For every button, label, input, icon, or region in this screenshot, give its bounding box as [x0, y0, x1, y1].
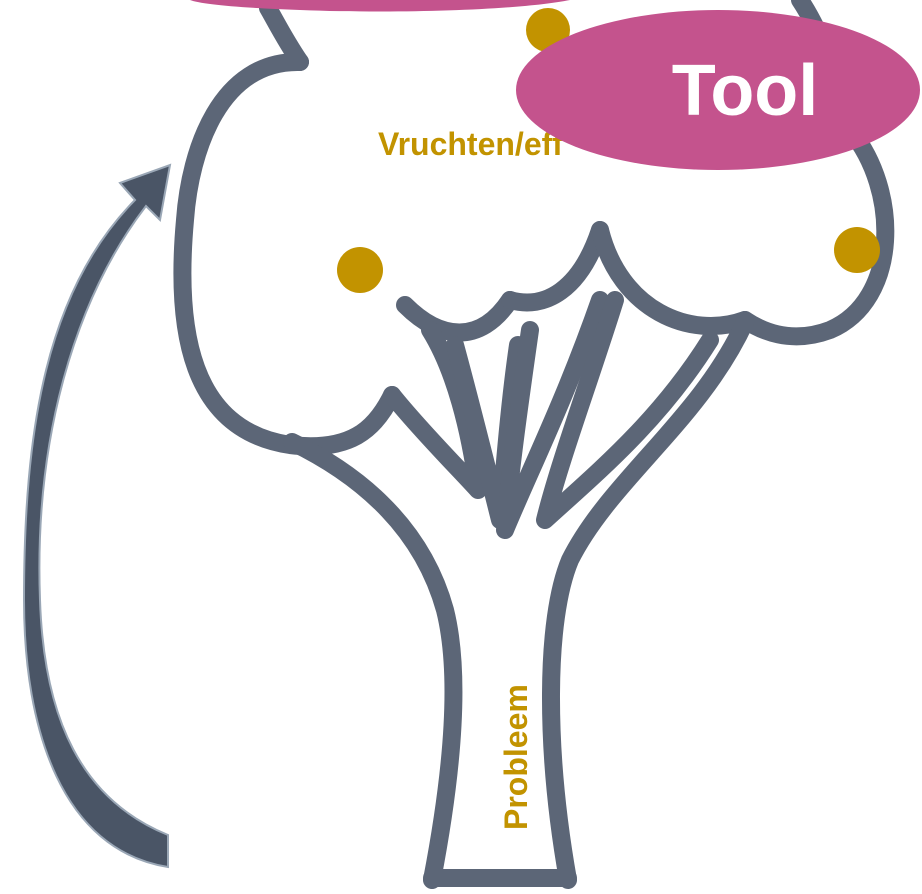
tool-label: Tool: [672, 51, 819, 131]
canopy-scallop-1: [405, 300, 510, 333]
problem-label: Probleem: [498, 684, 534, 830]
top-bubble: [190, 0, 570, 12]
tool-bubble: Tool: [516, 10, 920, 170]
fruit-left: [337, 247, 383, 293]
canopy-scallop-2: [510, 230, 600, 302]
curved-arrow: [24, 165, 170, 867]
fruit-right: [834, 227, 880, 273]
trunk-left-edge: [292, 442, 454, 880]
curved-arrow-body: [24, 165, 170, 867]
canopy-scallop-3: [600, 230, 745, 326]
fruits-label: Vruchten/eff: [378, 126, 563, 162]
